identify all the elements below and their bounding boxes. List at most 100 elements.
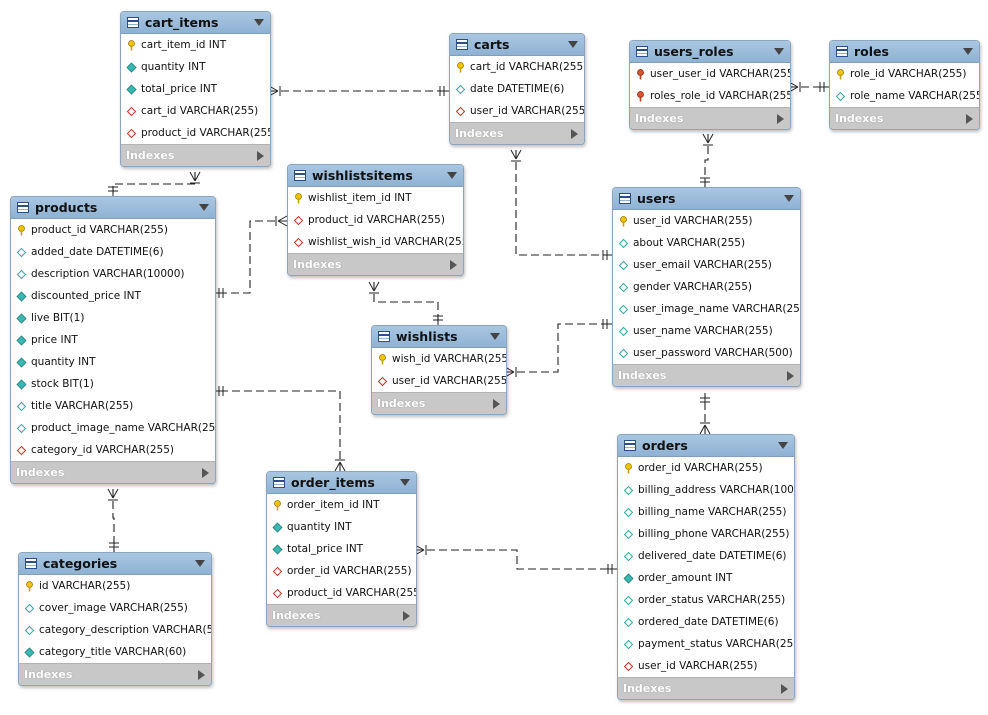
indexes-section[interactable]: Indexes	[830, 107, 979, 129]
column-row[interactable]: quantity INT	[267, 516, 416, 538]
table-header[interactable]: carts	[450, 34, 584, 56]
column-row[interactable]: roles_role_id VARCHAR(255)	[630, 85, 790, 107]
column-row[interactable]: discounted_price INT	[11, 285, 215, 307]
table-header[interactable]: wishlists	[372, 326, 506, 348]
column-row[interactable]: delivered_date DATETIME(6)	[618, 545, 794, 567]
column-row[interactable]: cart_item_id INT	[121, 34, 270, 56]
column-row[interactable]: ordered_date DATETIME(6)	[618, 611, 794, 633]
column-row[interactable]: product_image_name VARCHAR(255)	[11, 417, 215, 439]
column-row[interactable]: billing_name VARCHAR(255)	[618, 501, 794, 523]
column-row[interactable]: cart_id VARCHAR(255)	[450, 56, 584, 78]
indexes-section[interactable]: Indexes	[19, 663, 211, 685]
column-row[interactable]: id VARCHAR(255)	[19, 575, 211, 597]
column-row[interactable]: wishlist_wish_id VARCHAR(255)	[288, 231, 463, 253]
collapse-arrow-icon[interactable]	[774, 48, 784, 55]
column-row[interactable]: user_password VARCHAR(500)	[613, 342, 800, 364]
expand-arrow-icon[interactable]	[450, 259, 457, 270]
collapse-arrow-icon[interactable]	[400, 479, 410, 486]
column-row[interactable]: order_amount INT	[618, 567, 794, 589]
column-row[interactable]: user_user_id VARCHAR(255)	[630, 63, 790, 85]
indexes-section[interactable]: Indexes	[267, 604, 416, 626]
column-row[interactable]: order_status VARCHAR(255)	[618, 589, 794, 611]
indexes-section[interactable]: Indexes	[121, 144, 270, 166]
column-row[interactable]: about VARCHAR(255)	[613, 232, 800, 254]
column-row[interactable]: description VARCHAR(10000)	[11, 263, 215, 285]
collapse-arrow-icon[interactable]	[199, 204, 209, 211]
column-row[interactable]: wish_id VARCHAR(255)	[372, 348, 506, 370]
column-row[interactable]: date DATETIME(6)	[450, 78, 584, 100]
column-row[interactable]: gender VARCHAR(255)	[613, 276, 800, 298]
column-row[interactable]: live BIT(1)	[11, 307, 215, 329]
column-row[interactable]: user_id VARCHAR(255)	[613, 210, 800, 232]
indexes-section[interactable]: Indexes	[613, 364, 800, 386]
indexes-section[interactable]: Indexes	[288, 253, 463, 275]
expand-arrow-icon[interactable]	[403, 610, 410, 621]
collapse-arrow-icon[interactable]	[784, 195, 794, 202]
expand-arrow-icon[interactable]	[571, 128, 578, 139]
column-row[interactable]: product_id VARCHAR(255)	[288, 209, 463, 231]
table-header[interactable]: cart_items	[121, 12, 270, 34]
collapse-arrow-icon[interactable]	[490, 333, 500, 340]
column-row[interactable]: role_name VARCHAR(255)	[830, 85, 979, 107]
indexes-section[interactable]: Indexes	[630, 107, 790, 129]
collapse-arrow-icon[interactable]	[254, 19, 264, 26]
collapse-arrow-icon[interactable]	[447, 172, 457, 179]
indexes-section[interactable]: Indexes	[618, 677, 794, 699]
column-row[interactable]: product_id VARCHAR(255)	[11, 219, 215, 241]
column-row[interactable]: quantity INT	[121, 56, 270, 78]
column-row[interactable]: billing_phone VARCHAR(255)	[618, 523, 794, 545]
expand-arrow-icon[interactable]	[493, 398, 500, 409]
indexes-section[interactable]: Indexes	[450, 122, 584, 144]
column-row[interactable]: user_id VARCHAR(255)	[450, 100, 584, 122]
column-row[interactable]: category_id VARCHAR(255)	[11, 439, 215, 461]
column-row[interactable]: product_id VARCHAR(255)	[267, 582, 416, 604]
column-row[interactable]: title VARCHAR(255)	[11, 395, 215, 417]
table-header[interactable]: wishlistsitems	[288, 165, 463, 187]
column-row[interactable]: added_date DATETIME(6)	[11, 241, 215, 263]
column-row[interactable]: order_id VARCHAR(255)	[267, 560, 416, 582]
expand-arrow-icon[interactable]	[781, 683, 788, 694]
column-row[interactable]: role_id VARCHAR(255)	[830, 63, 979, 85]
column-row[interactable]: user_image_name VARCHAR(255)	[613, 298, 800, 320]
column-row[interactable]: product_id VARCHAR(255)	[121, 122, 270, 144]
collapse-arrow-icon[interactable]	[195, 560, 205, 567]
column-row[interactable]: user_name VARCHAR(255)	[613, 320, 800, 342]
table-header[interactable]: users_roles	[630, 41, 790, 63]
column-row[interactable]: user_id VARCHAR(255)	[618, 655, 794, 677]
table-header[interactable]: orders	[618, 435, 794, 457]
column-row[interactable]: category_description VARCHAR(50)	[19, 619, 211, 641]
column-row[interactable]: user_email VARCHAR(255)	[613, 254, 800, 276]
table-header[interactable]: roles	[830, 41, 979, 63]
column-row[interactable]: total_price INT	[267, 538, 416, 560]
column-row[interactable]: cart_id VARCHAR(255)	[121, 100, 270, 122]
collapse-arrow-icon[interactable]	[568, 41, 578, 48]
column-row[interactable]: wishlist_item_id INT	[288, 187, 463, 209]
column-row[interactable]: price INT	[11, 329, 215, 351]
table-header[interactable]: categories	[19, 553, 211, 575]
expand-arrow-icon[interactable]	[777, 113, 784, 124]
column-row[interactable]: user_id VARCHAR(255)	[372, 370, 506, 392]
column-row[interactable]: order_item_id INT	[267, 494, 416, 516]
column-row[interactable]: billing_address VARCHAR(1000)	[618, 479, 794, 501]
table-header[interactable]: products	[11, 197, 215, 219]
column-row[interactable]: cover_image VARCHAR(255)	[19, 597, 211, 619]
column-row[interactable]: quantity INT	[11, 351, 215, 373]
column-row[interactable]: stock BIT(1)	[11, 373, 215, 395]
column-row[interactable]: category_title VARCHAR(60)	[19, 641, 211, 663]
expand-arrow-icon[interactable]	[198, 669, 205, 680]
column-row[interactable]: order_id VARCHAR(255)	[618, 457, 794, 479]
table-header[interactable]: users	[613, 188, 800, 210]
collapse-arrow-icon[interactable]	[963, 48, 973, 55]
indexes-section[interactable]: Indexes	[372, 392, 506, 414]
expand-arrow-icon[interactable]	[202, 467, 209, 478]
